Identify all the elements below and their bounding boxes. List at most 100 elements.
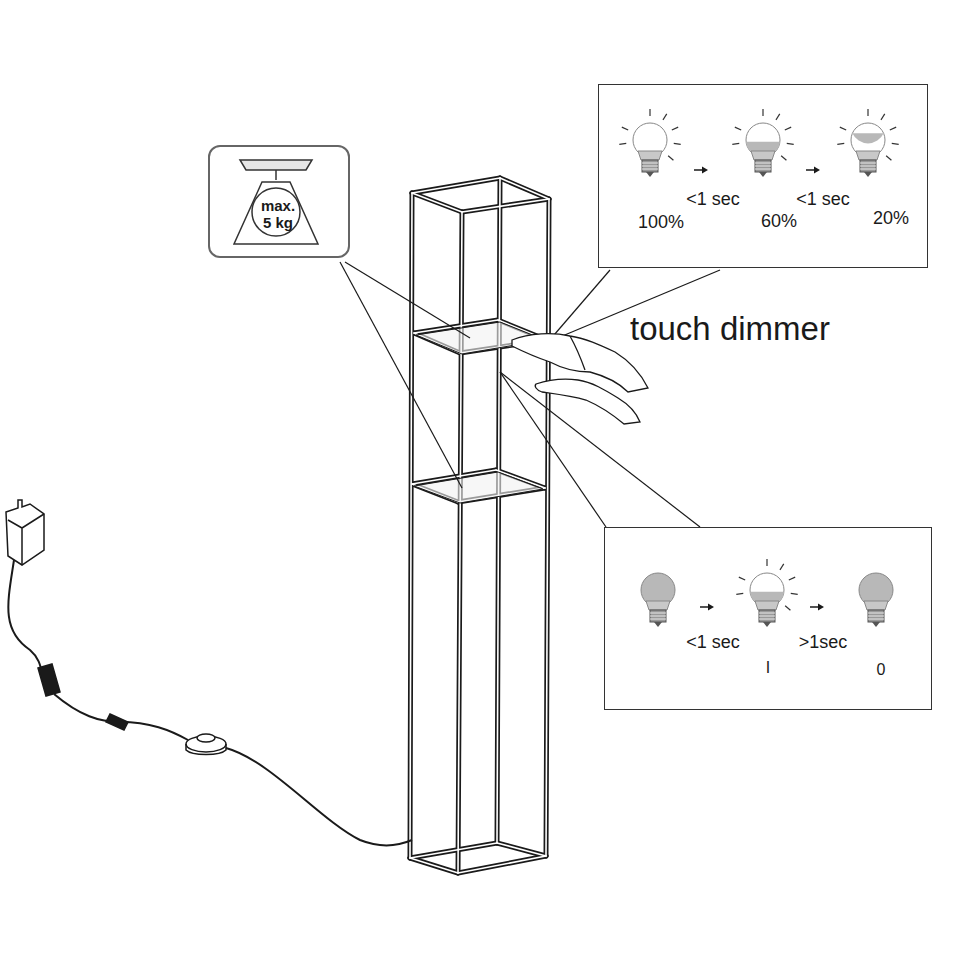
power-supply bbox=[6, 500, 412, 845]
timing-label: 60% bbox=[761, 212, 797, 232]
stroke bbox=[837, 143, 844, 145]
stroke bbox=[759, 619, 775, 620]
stroke bbox=[860, 160, 876, 172]
frame-bar bbox=[546, 199, 549, 856]
frame-bar bbox=[410, 843, 497, 858]
dimmer-callout: 100%<1 sec60%<1 sec20% bbox=[598, 84, 928, 268]
stroke bbox=[868, 613, 884, 614]
stroke bbox=[886, 156, 891, 161]
frame-bar bbox=[497, 178, 500, 843]
bulb bbox=[736, 559, 797, 627]
stroke bbox=[868, 619, 884, 620]
stroke bbox=[864, 172, 872, 177]
stroke bbox=[642, 160, 658, 172]
scale-icon bbox=[234, 160, 318, 244]
stroke bbox=[762, 109, 763, 116]
stroke bbox=[759, 610, 775, 622]
stroke bbox=[781, 156, 786, 161]
timing-label: <1 sec bbox=[686, 190, 740, 210]
frame-bar bbox=[497, 843, 546, 856]
stroke bbox=[766, 559, 767, 566]
frame-bar bbox=[412, 178, 500, 193]
arrow-head bbox=[818, 604, 824, 611]
stroke bbox=[642, 163, 658, 164]
stroke bbox=[755, 601, 779, 610]
bulb bbox=[619, 109, 680, 177]
frame-bar bbox=[458, 212, 462, 873]
timing-label: 0 bbox=[877, 661, 886, 679]
arrow-head bbox=[814, 167, 820, 174]
stroke bbox=[622, 127, 628, 130]
frame-bar bbox=[500, 178, 549, 199]
hand bbox=[512, 334, 648, 424]
stroke bbox=[791, 593, 798, 595]
frame-bar bbox=[497, 843, 546, 856]
timing-label: <1 sec bbox=[796, 190, 850, 210]
stroke bbox=[852, 133, 883, 143]
stroke bbox=[755, 169, 771, 170]
weight-limit: max. 5 kg bbox=[255, 198, 301, 231]
timing-label: 20% bbox=[873, 209, 909, 229]
frame-bar bbox=[500, 178, 549, 199]
stroke bbox=[867, 109, 868, 116]
frame-bar bbox=[497, 178, 500, 843]
stroke bbox=[864, 601, 888, 610]
timing-label: >1sec bbox=[799, 633, 848, 653]
stroke bbox=[638, 151, 662, 160]
stroke bbox=[755, 166, 771, 167]
stroke bbox=[650, 613, 666, 614]
feature-label: touch dimmer bbox=[630, 310, 830, 348]
timing-label: 100% bbox=[638, 213, 684, 233]
stroke bbox=[755, 160, 771, 172]
stroke bbox=[751, 151, 775, 160]
stroke bbox=[650, 616, 666, 617]
stroke bbox=[892, 143, 899, 145]
frame-bar bbox=[458, 856, 546, 873]
bulb bbox=[732, 109, 793, 177]
stroke bbox=[856, 151, 880, 160]
frame-bar bbox=[410, 193, 412, 858]
stroke bbox=[646, 172, 654, 177]
stroke bbox=[785, 606, 790, 611]
stroke bbox=[735, 127, 741, 130]
stroke bbox=[619, 143, 626, 145]
arrow-head bbox=[708, 604, 714, 611]
stroke bbox=[649, 109, 650, 116]
dimmer-callout: <1 secI >1sec 0 bbox=[604, 527, 932, 710]
frame-bar bbox=[546, 199, 549, 856]
stroke bbox=[785, 127, 791, 130]
frame-bar bbox=[410, 858, 458, 873]
stroke bbox=[789, 577, 795, 580]
stroke bbox=[672, 127, 678, 130]
stroke bbox=[739, 577, 745, 580]
stroke bbox=[787, 143, 794, 145]
stroke bbox=[650, 619, 666, 620]
arrow-head bbox=[702, 167, 708, 174]
frame-bar bbox=[462, 199, 549, 212]
frame-bar bbox=[412, 193, 462, 212]
stroke bbox=[646, 601, 670, 610]
frame-bar bbox=[458, 212, 462, 873]
frame-bar bbox=[462, 199, 549, 212]
stroke bbox=[881, 114, 885, 120]
stroke bbox=[736, 593, 743, 595]
frame-bar bbox=[410, 858, 458, 873]
stroke bbox=[759, 172, 767, 177]
bulb bbox=[859, 573, 893, 627]
frame-bar bbox=[410, 843, 497, 858]
weight-callout: max. 5 kg bbox=[208, 145, 350, 258]
timing-label: I bbox=[766, 659, 770, 677]
frame-bar bbox=[412, 178, 500, 193]
timing-label: <1 sec bbox=[686, 633, 740, 653]
stroke bbox=[868, 610, 884, 622]
bulb bbox=[837, 109, 898, 177]
bulb-icons bbox=[619, 109, 898, 627]
stroke bbox=[860, 166, 876, 167]
stroke bbox=[890, 127, 896, 130]
stroke bbox=[663, 114, 667, 120]
stroke bbox=[650, 610, 666, 622]
stroke bbox=[780, 564, 784, 570]
bulb bbox=[641, 573, 675, 627]
